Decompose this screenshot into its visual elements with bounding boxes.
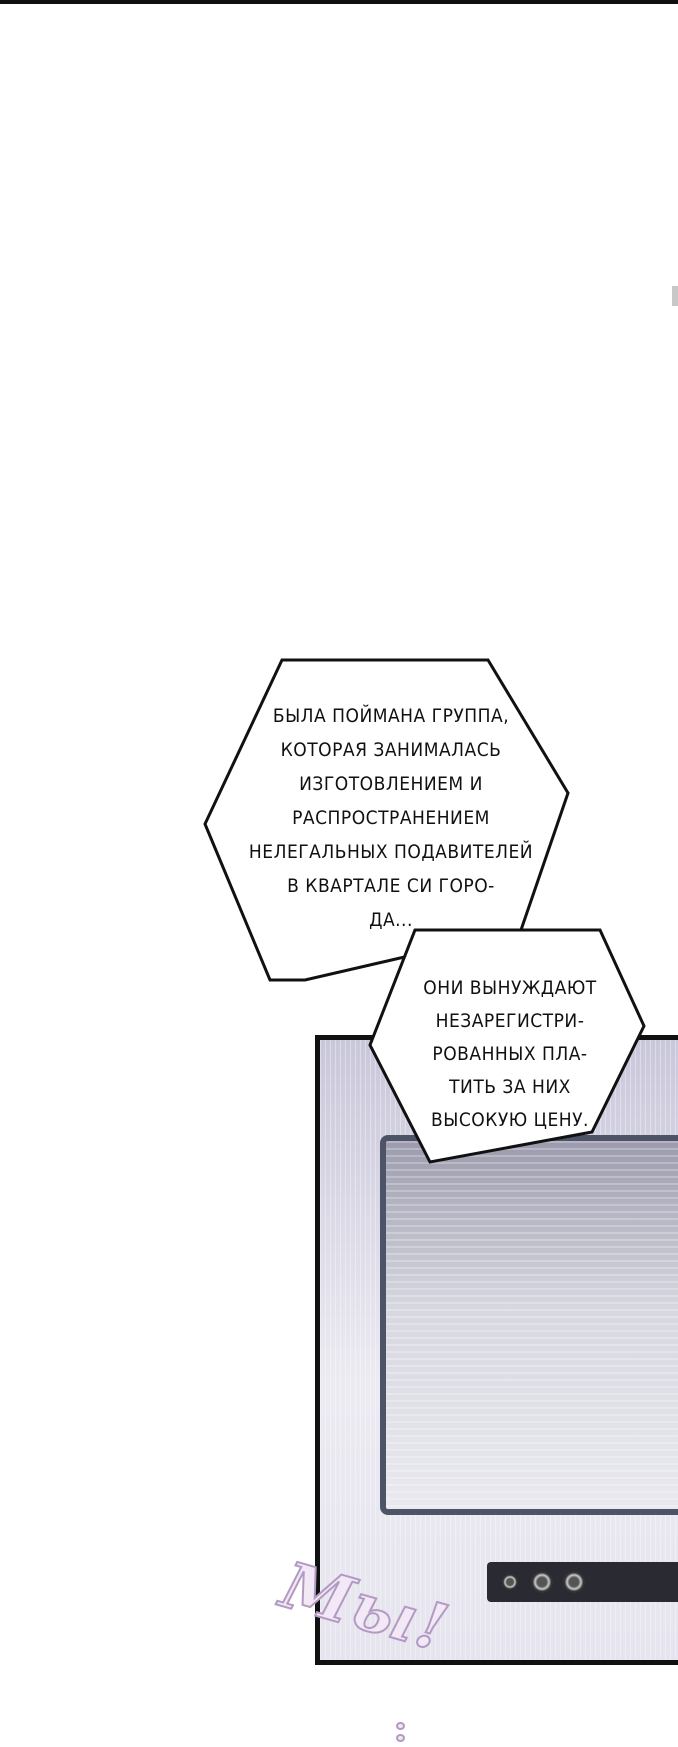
bubble-2-line: РОВАННЫХ ПЛА- — [432, 1043, 588, 1065]
monitor-screen — [380, 1135, 678, 1515]
bubble-1-line: РАСПРОСТРАНЕНИЕМ — [292, 807, 490, 829]
bubble-1-line: ИЗГОТОВЛЕНИЕМ И — [299, 773, 483, 795]
bubble-2-outline — [368, 928, 646, 1164]
speech-bubble-1: БЫЛА ПОЙМАНА ГРУППА, КОТОРАЯ ЗАНИМАЛАСЬ … — [203, 658, 573, 982]
speaker-knob — [531, 1571, 553, 1593]
bubble-1-line: В КВАРТАЛЕ СИ ГОРО- — [287, 875, 495, 897]
bubble-1-line: ДА... — [369, 909, 413, 931]
bubble-1-line: КОТОРАЯ ЗАНИМАЛАСЬ — [280, 739, 502, 761]
bubble-2-text: ОНИ ВЫНУЖДАЮТ НЕЗАРЕГИСТРИ- РОВАННЫХ ПЛА… — [410, 972, 610, 1137]
speaker-knob — [502, 1574, 518, 1590]
bubble-2-line: ТИТЬ ЗА НИХ — [449, 1076, 571, 1098]
sound-effect-dots — [396, 1722, 408, 1747]
speaker-knob — [563, 1571, 585, 1593]
bubble-1-line: НЕЛЕГАЛЬНЫХ ПОДАВИТЕЛЕЙ — [248, 841, 534, 863]
bubble-1-text: БЫЛА ПОЙМАНА ГРУППА, КОТОРАЯ ЗАНИМАЛАСЬ … — [245, 699, 537, 937]
speech-bubble-2: ОНИ ВЫНУЖДАЮТ НЕЗАРЕГИСТРИ- РОВАННЫХ ПЛА… — [368, 928, 646, 1164]
bubble-2-line: НЕЗАРЕГИСТРИ- — [435, 1010, 585, 1032]
bubble-2-line: ОНИ ВЫНУЖДАЮТ — [423, 977, 597, 999]
top-rule — [0, 0, 678, 4]
scrollbar-mark — [672, 286, 678, 306]
bubble-1-line: БЫЛА ПОЙМАНА ГРУППА, — [272, 705, 510, 727]
bubble-2-line: ВЫСОКУЮ ЦЕНУ. — [431, 1109, 589, 1131]
monitor-speaker-bar — [487, 1562, 678, 1602]
